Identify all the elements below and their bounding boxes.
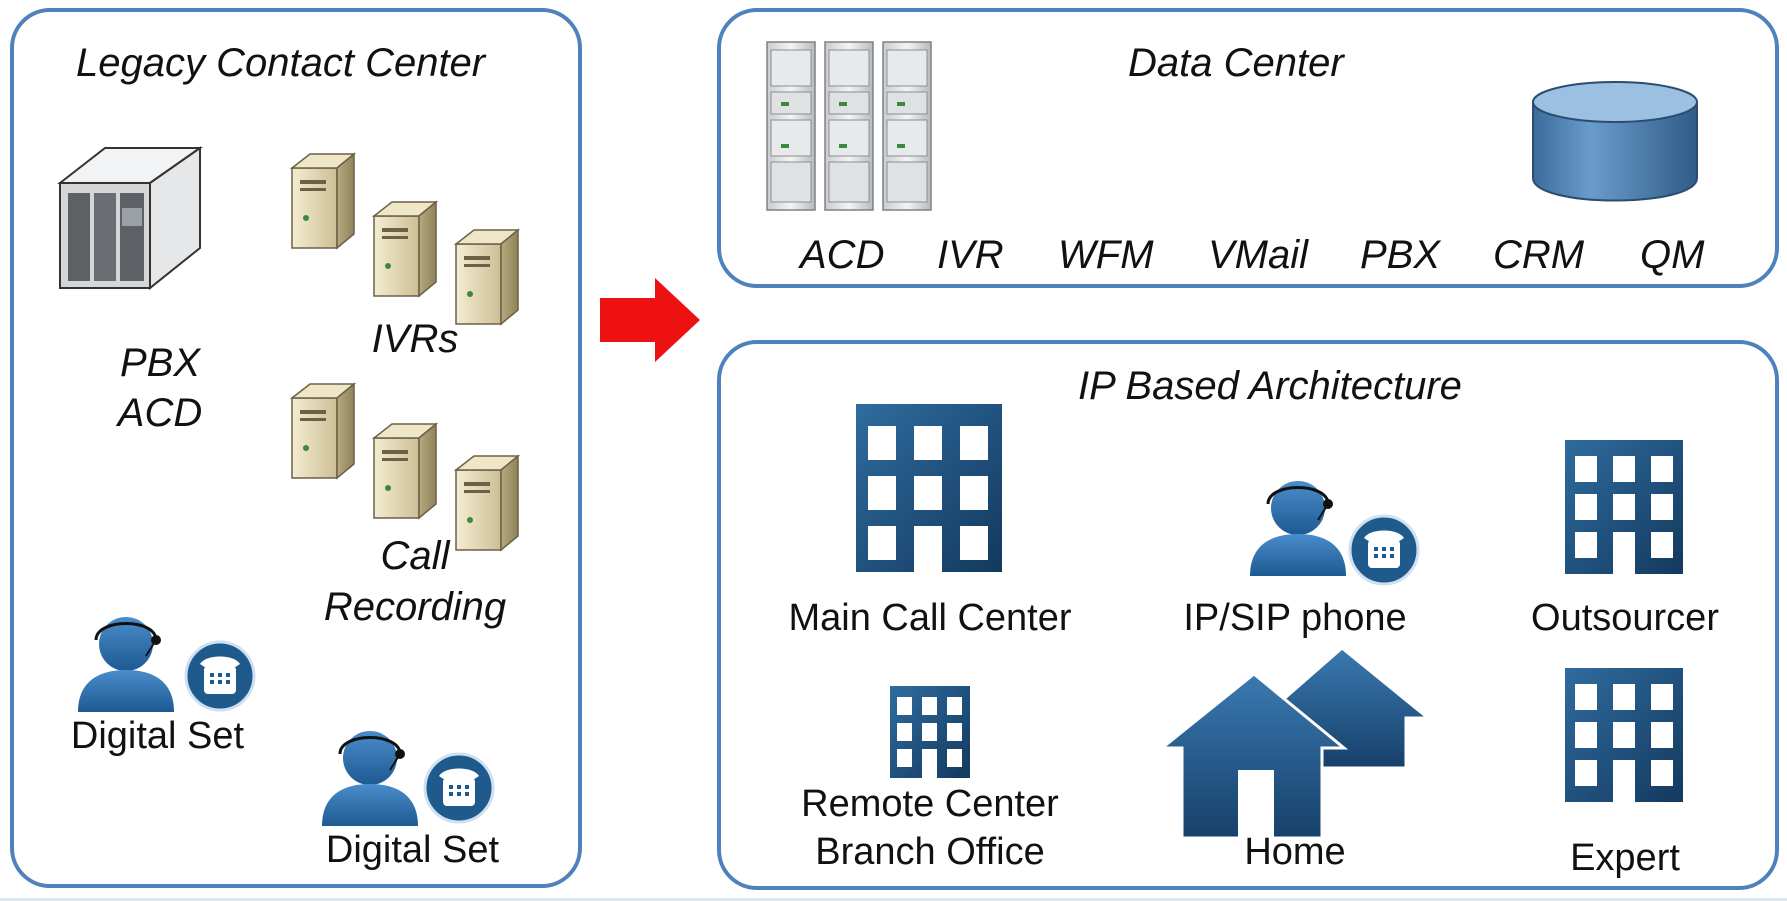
agent-headset-icon xyxy=(1250,481,1346,576)
remote-center-building-icon xyxy=(890,686,970,778)
recording-label: Recording xyxy=(323,585,507,629)
remote-center-label: Remote Center xyxy=(801,783,1059,825)
phone-icon xyxy=(184,640,256,712)
dc-app-acd: ACD xyxy=(800,233,885,277)
dc-app-vmail: VMail xyxy=(1208,233,1309,277)
branch-office-label: Branch Office xyxy=(815,831,1045,873)
agent-headset-icon xyxy=(322,731,418,826)
legacy-panel-title: Legacy Contact Center xyxy=(76,41,486,85)
main-call-center-label: Main Call Center xyxy=(788,597,1072,639)
ivrs-label: IVRs xyxy=(371,317,459,361)
migration-arrow-icon xyxy=(600,278,700,362)
expert-label: Expert xyxy=(1570,837,1680,879)
outsourcer-label: Outsourcer xyxy=(1531,597,1719,639)
ivr-servers-icon xyxy=(289,152,521,326)
ip-sip-phone-label: IP/SIP phone xyxy=(1183,597,1407,639)
call-recording-servers-icon xyxy=(289,382,521,552)
dc-app-crm: CRM xyxy=(1493,233,1585,277)
pbx-label-2: ACD xyxy=(117,391,203,435)
dc-app-qm: QM xyxy=(1640,233,1705,277)
dc-app-pbx: PBX xyxy=(1360,233,1441,277)
call-label: Call xyxy=(380,534,450,578)
outsourcer-building-icon xyxy=(1565,440,1683,574)
data-center-title: Data Center xyxy=(1128,41,1344,85)
home-houses-icon xyxy=(1157,646,1433,840)
digital-set-label-2: Digital Set xyxy=(325,829,500,871)
pbx-label-1: PBX xyxy=(119,341,201,385)
dc-app-ivr: IVR xyxy=(937,233,1004,277)
home-label: Home xyxy=(1244,831,1346,873)
agent-headset-icon xyxy=(78,617,174,712)
server-racks-icon xyxy=(766,41,932,211)
database-icon xyxy=(1532,81,1698,202)
digital-set-label-1: Digital Set xyxy=(70,715,245,757)
dc-app-wfm: WFM xyxy=(1058,233,1154,277)
pbx-cabinet-icon xyxy=(57,146,204,291)
main-call-center-building-icon xyxy=(856,404,1002,572)
phone-icon xyxy=(423,752,495,824)
phone-icon xyxy=(1348,514,1420,586)
ip-panel-title: IP Based Architecture xyxy=(1078,364,1462,408)
expert-building-icon xyxy=(1565,668,1683,802)
bottom-divider xyxy=(0,898,1787,901)
